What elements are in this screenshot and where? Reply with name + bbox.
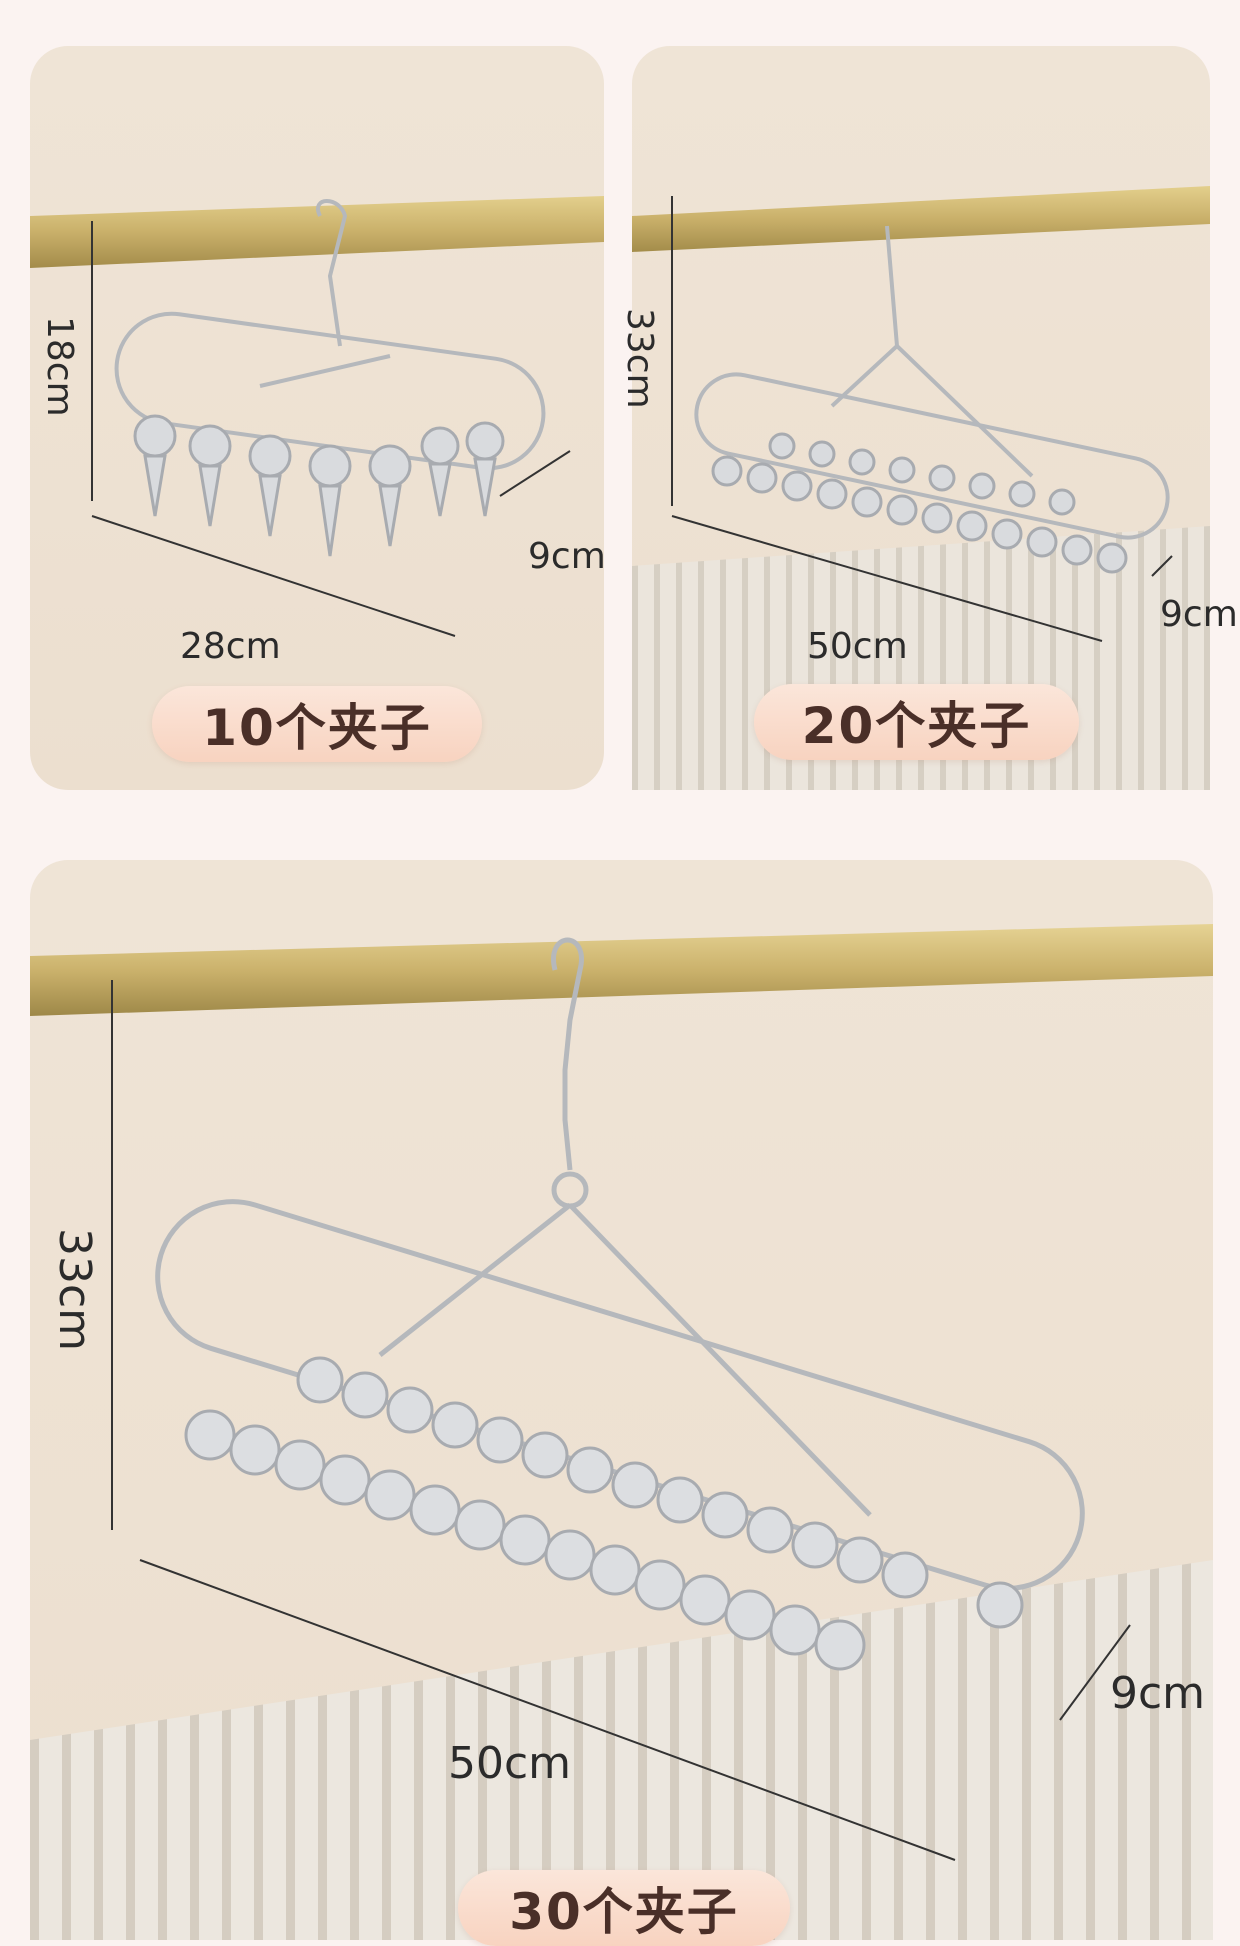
hanger-30-illustration xyxy=(30,924,1213,1940)
clip-count-badge: 30个夹子 xyxy=(458,1870,790,1946)
clip-row xyxy=(184,1356,1024,1671)
product-card-20-clips: 33cm 50cm 9cm 20个夹子 xyxy=(619,46,1238,790)
hanger-frame xyxy=(114,199,546,471)
depth-label: 9cm xyxy=(528,536,606,577)
depth-label: 9cm xyxy=(1110,1668,1206,1719)
dimension-lines xyxy=(671,196,1173,642)
height-label: 18cm xyxy=(39,316,80,417)
length-label: 28cm xyxy=(180,626,281,667)
product-card-10-clips: 18cm 28cm 9cm 10个夹子 xyxy=(30,46,606,790)
hanger-20-illustration xyxy=(632,186,1210,790)
hanging-rod xyxy=(632,186,1210,252)
clip-row xyxy=(133,414,505,557)
length-label: 50cm xyxy=(807,626,908,667)
hanger-frame xyxy=(694,225,1170,540)
hanger-10-illustration xyxy=(30,196,604,637)
length-label: 50cm xyxy=(448,1738,572,1789)
curtain xyxy=(30,1560,1213,1940)
clip-row xyxy=(711,432,1128,574)
product-card-30-clips: 33cm 50cm 9cm 30个夹子 xyxy=(30,860,1213,1946)
height-label: 33cm xyxy=(619,308,660,409)
hanging-rod xyxy=(30,924,1213,1016)
hanging-rod xyxy=(30,196,604,268)
dimension-lines xyxy=(111,980,1131,1861)
depth-label: 9cm xyxy=(1160,594,1238,635)
clip-count-badge: 20个夹子 xyxy=(754,684,1079,760)
dimension-lines xyxy=(91,221,571,637)
height-label: 33cm xyxy=(49,1228,100,1352)
clip-count-badge: 10个夹子 xyxy=(152,686,482,762)
hanger-frame xyxy=(155,937,1085,1591)
